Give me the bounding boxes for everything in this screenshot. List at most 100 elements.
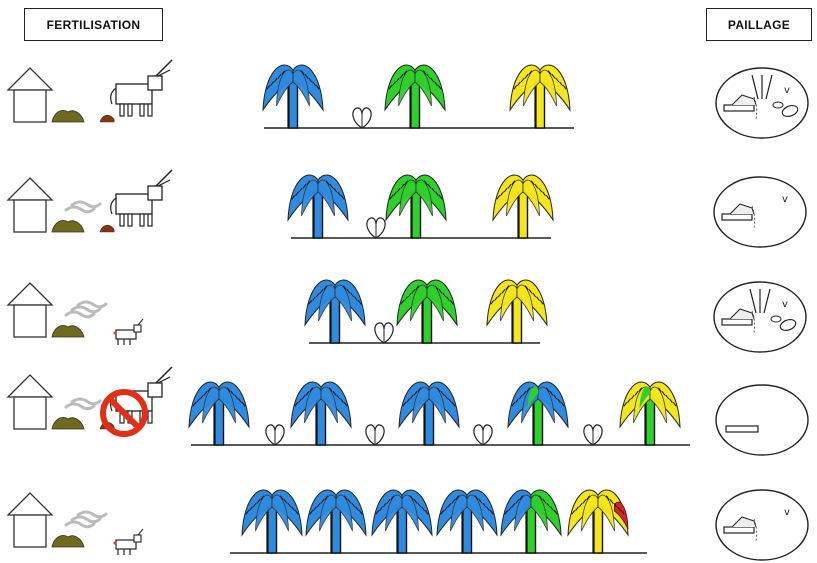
plant-leaf-vein xyxy=(555,77,560,83)
plant-green xyxy=(385,174,447,239)
plant-leaf-vein xyxy=(539,300,544,305)
leaf xyxy=(770,315,782,323)
goat-icon xyxy=(113,528,144,555)
plant-leaf-vein xyxy=(336,394,341,400)
house-wall xyxy=(13,89,47,123)
plant-leaf-vein xyxy=(392,81,396,86)
plant-leaf-vein xyxy=(357,300,362,305)
plant-leaf-vein xyxy=(438,195,443,200)
plant-leaf-vein xyxy=(375,510,380,515)
plant-leaf-vein xyxy=(528,289,533,294)
plant-leaf-vein xyxy=(542,499,547,504)
plant-leaf-vein xyxy=(431,187,436,193)
plant-leaf-vein xyxy=(560,402,565,407)
plant-leaf-vein xyxy=(304,74,309,79)
plant-leaf-inner-right xyxy=(414,69,432,107)
plant-leaf-vein xyxy=(409,495,414,500)
plant-leaf-vein xyxy=(273,77,278,83)
plant-leaf-vein xyxy=(451,402,456,407)
plant-leaf-inner-left xyxy=(412,386,430,424)
prohibited-icon xyxy=(100,389,148,437)
plant-leaf-inner-right xyxy=(292,69,310,107)
cow-leg xyxy=(139,103,145,117)
plant-leaf-vein xyxy=(266,85,271,90)
goat-horn xyxy=(137,318,144,326)
seed-pod xyxy=(352,107,372,129)
cow-leg xyxy=(147,213,153,227)
plant-leaf-vein xyxy=(549,391,554,396)
plant-leaf-vein xyxy=(559,81,563,86)
plant-blue xyxy=(290,381,352,446)
plant-leaf-vein xyxy=(501,289,506,294)
paillage-icon: v xyxy=(713,281,807,353)
plant-leaf-vein xyxy=(192,402,197,407)
plant-leaf-inner-right xyxy=(335,494,353,532)
grass-blade xyxy=(751,74,759,100)
plant-leaf-vein xyxy=(550,506,554,511)
fertilisation-icons xyxy=(6,282,144,345)
plant-leaf-inner-left xyxy=(398,69,416,107)
plant-row xyxy=(230,489,647,554)
smoke-wisp xyxy=(76,510,108,519)
cow-horn xyxy=(157,69,171,77)
plant-leaf-inner-right xyxy=(649,386,667,424)
plant-leaf-vein xyxy=(430,77,435,83)
plant-leaf-vein xyxy=(294,510,299,515)
mulch-strip xyxy=(725,425,759,433)
plant-leaf-vein xyxy=(422,70,427,75)
fertilisation-icons xyxy=(6,366,173,437)
mulch-strip xyxy=(721,318,753,326)
plant-leaf-vein xyxy=(511,180,516,185)
plant-leaf-vein xyxy=(444,394,449,400)
cow-icon xyxy=(110,59,173,117)
plant-leaf-vein xyxy=(530,180,535,185)
plant-leaf-inner-left xyxy=(255,494,273,532)
plant-leaf-vein xyxy=(520,77,525,83)
plant-leaf-inner-right xyxy=(320,386,338,424)
plant-leaf-vein xyxy=(497,292,502,298)
plant-leaf-vein xyxy=(518,394,523,400)
plant-leaf-vein xyxy=(329,184,334,189)
cow-horn xyxy=(157,179,171,187)
plant-leaf-vein xyxy=(500,191,504,196)
seed-pod xyxy=(365,424,385,446)
plant-leaf-vein xyxy=(620,510,625,515)
plant-leaf-vein xyxy=(478,499,483,504)
plant-row xyxy=(287,174,554,239)
plant-blue xyxy=(262,64,324,129)
plant-leaf-vein xyxy=(323,285,328,290)
smoke-wisp xyxy=(76,300,108,309)
plant-leaf-inner-right xyxy=(428,386,446,424)
smoke-icon xyxy=(64,510,108,529)
smoke-wisp xyxy=(70,305,102,314)
plant-green xyxy=(384,64,446,129)
plant-leaf-vein xyxy=(238,398,242,403)
mulch-dots xyxy=(753,96,758,120)
plant-leaf-vein xyxy=(386,499,391,504)
plant-leaf-vein xyxy=(346,289,351,294)
plant-leaf-vein xyxy=(553,394,558,400)
manure-heap xyxy=(51,325,85,338)
plant-stem xyxy=(592,506,604,554)
cow-body xyxy=(115,83,153,105)
plant-leaf-vein xyxy=(528,70,533,75)
paillage-header: PAILLAGE xyxy=(706,8,812,41)
plant-leaf-vein xyxy=(332,391,337,396)
fertilisation-header: FERTILISATION xyxy=(24,8,163,41)
plant-leaf-inner-left xyxy=(399,179,417,217)
paillage-icon xyxy=(715,384,809,456)
plant-leaf-vein xyxy=(455,495,460,500)
plant-leaf-inner-right xyxy=(218,386,236,424)
plant-mixed_yellow_red xyxy=(567,489,629,554)
plant-leaf-vein xyxy=(354,296,358,301)
plant-leaf-vein xyxy=(627,398,631,403)
cow-leg xyxy=(119,103,125,117)
plant-leaf-vein xyxy=(508,506,512,511)
plant-blue xyxy=(398,381,460,446)
plant-leaf-vein xyxy=(515,398,519,403)
plant-stem xyxy=(287,81,299,129)
plant-blue xyxy=(305,489,367,554)
plant-leaf-inner-right xyxy=(522,179,540,217)
plant-leaf-vein xyxy=(448,398,452,403)
plant-leaf-inner-left xyxy=(304,386,322,424)
